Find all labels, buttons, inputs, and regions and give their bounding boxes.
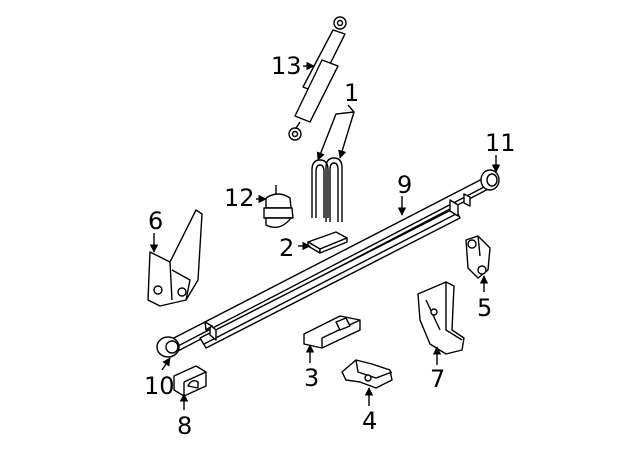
bump-stop[interactable] [263,185,294,228]
callout-4: 4 [362,407,377,435]
bushing-rear[interactable] [480,169,500,191]
callout-1: 1 [344,79,359,107]
callout-3: 3 [304,364,319,392]
callout-2: 2 [279,234,294,262]
leaf-spring[interactable] [169,175,495,353]
shock-absorber[interactable] [288,16,347,141]
leader-arrows [149,61,501,410]
shackle[interactable] [465,235,491,279]
u-bolts[interactable] [311,157,343,222]
callout-8: 8 [177,412,192,440]
callout-5: 5 [477,294,492,322]
clamp[interactable] [173,365,207,397]
callout-7: 7 [430,365,445,393]
callout-11: 11 [485,129,516,157]
rear-hanger[interactable] [417,281,465,355]
callout-12: 12 [224,184,255,212]
callout-13: 13 [271,52,302,80]
front-hanger[interactable] [147,209,203,307]
bracket-3[interactable] [303,315,361,349]
spacer-plate[interactable] [307,231,348,254]
bracket-4[interactable] [341,359,393,389]
callout-10: 10 [144,372,175,400]
bushing-front[interactable] [156,336,180,358]
callout-6: 6 [148,207,163,235]
callout-9: 9 [397,171,412,199]
